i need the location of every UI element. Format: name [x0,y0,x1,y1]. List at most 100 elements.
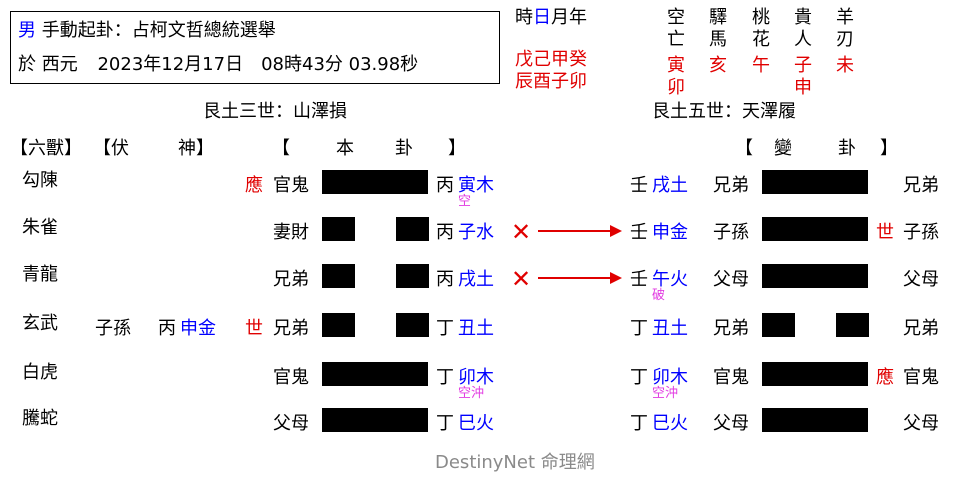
main-status-note: 空沖 [458,386,485,401]
changed-header-right: 】 [880,138,898,159]
change-arrow-shaft [538,277,612,279]
main-stem: 丁 [436,367,454,388]
changed-line-2-yang-bar [762,264,868,288]
shensha-values2-0: 卯 [667,77,685,98]
changed-branch: 丑土 [652,318,688,339]
shensha-values1-1: 亥 [709,55,727,76]
changed-stem: 丁 [630,367,648,388]
changed-relation-right: 兄弟 [903,318,939,339]
main-stem: 丙 [436,175,454,196]
main-branch: 卯木 [458,367,494,388]
main-line-4-yang-bar [322,362,428,386]
change-arrow-shaft [538,230,612,232]
hidden-spirit-stem: 丙 [158,318,176,339]
main-line-1-yin-bar-left [322,217,355,241]
changed-relation-right: 父母 [903,413,939,434]
main-branch: 丑土 [458,318,494,339]
main-header-mid1: 本 [336,138,354,159]
changed-stem: 丁 [630,318,648,339]
changed-header-left: 【 [735,138,753,159]
hidden-spirit-branch: 申金 [180,318,216,339]
main-line-2-yin-bar-right [396,264,429,288]
main-stem: 丙 [436,269,454,290]
info-line-2: 於 西元 2023年12月17日 08時43分 03.98秒 [18,54,418,76]
main-line-3-yin-bar-right [396,313,429,337]
shensha-headers2-0: 亡 [667,29,685,50]
changed-line-4-yang-bar [762,362,868,386]
shensha-values1-3: 子 [794,55,812,76]
changed-stem: 丁 [630,413,648,434]
divination-info-box: 男 手動起卦：占柯文哲總統選舉 於 西元 2023年12月17日 08時43分 … [10,11,500,84]
pillar-branches: 辰酉子卯 [515,71,587,92]
changed-relation: 父母 [713,413,749,434]
changed-relation-right: 子孫 [903,222,939,243]
changed-line-0-yang-bar [762,170,868,194]
changed-world-response-mark: 世 [876,222,894,243]
changed-relation: 兄弟 [713,318,749,339]
changed-relation-right: 官鬼 [903,367,939,388]
change-arrowhead [610,225,622,237]
changed-header-mid1: 變 [774,138,792,159]
info-line-1: 男 手動起卦：占柯文哲總統選舉 [18,20,276,42]
hidden-spirit-header-right: 神】 [178,138,214,159]
beast-label: 騰蛇 [22,408,58,429]
main-line-1-yin-bar-right [396,217,429,241]
shensha-values2-3: 申 [794,77,812,98]
shensha-headers-4: 羊 [836,7,854,28]
method-label: 手動起卦：占柯文哲總統選舉 [41,20,276,41]
world-response-mark: 世 [245,318,263,339]
moving-line-mark: ✕ [511,265,532,293]
changed-relation: 官鬼 [713,367,749,388]
main-hexagram-title: 艮土三世：山澤損 [203,101,347,122]
beast-label: 勾陳 [22,170,58,191]
shensha-headers2-2: 花 [752,29,770,50]
beast-label: 白虎 [22,362,58,383]
changed-relation-right: 父母 [903,269,939,290]
shensha-headers2-1: 馬 [709,29,727,50]
shensha-values1-4: 未 [836,55,854,76]
changed-line-1-yang-bar [762,217,868,241]
moving-line-mark: ✕ [511,218,532,246]
main-line-0-yang-bar [322,170,428,194]
brand-name-cn: 命理網 [540,452,595,473]
beast-label: 玄武 [22,313,58,334]
beast-label: 朱雀 [22,217,58,238]
brand-name: DestinyNet [435,452,536,473]
changed-stem: 壬 [630,269,648,290]
date-prefix: 於 西元 [18,54,78,75]
datetime-label: 2023年12月17日 08時43分 03.98秒 [97,54,419,75]
main-relation: 官鬼 [273,175,309,196]
main-relation: 兄弟 [273,318,309,339]
main-relation: 父母 [273,413,309,434]
shensha-headers-1: 驛 [709,7,727,28]
shensha-values1-2: 午 [752,55,770,76]
main-header-mid2: 卦 [395,138,413,159]
changed-stem: 壬 [630,222,648,243]
world-response-mark: 應 [245,175,263,196]
main-relation: 官鬼 [273,367,309,388]
changed-world-response-mark: 應 [876,367,894,388]
changed-branch: 卯木 [652,367,688,388]
changed-header-mid2: 卦 [838,138,856,159]
hidden-spirit-header-left: 【伏 [93,138,129,159]
day-label: 日 [533,7,551,28]
changed-line-3-yin-bar-left [762,313,795,337]
changed-branch: 戌土 [652,175,688,196]
main-relation: 兄弟 [273,269,309,290]
change-arrowhead [610,272,622,284]
changed-status-note: 空沖 [652,386,679,401]
hour-label: 時 [515,7,533,28]
main-branch: 子水 [458,222,494,243]
main-line-3-yin-bar-left [322,313,355,337]
main-line-5-yang-bar [322,408,428,432]
changed-relation: 子孫 [713,222,749,243]
changed-relation: 兄弟 [713,175,749,196]
hidden-spirit-relation: 子孫 [95,318,131,339]
main-branch: 巳火 [458,413,494,434]
changed-line-3-yin-bar-right [836,313,869,337]
main-header-left: 【 [272,138,290,159]
main-branch: 寅木 [458,175,494,196]
main-relation: 妻財 [273,222,309,243]
main-stem: 丁 [436,318,454,339]
footer-watermark: DestinyNet 命理網 [435,452,595,474]
